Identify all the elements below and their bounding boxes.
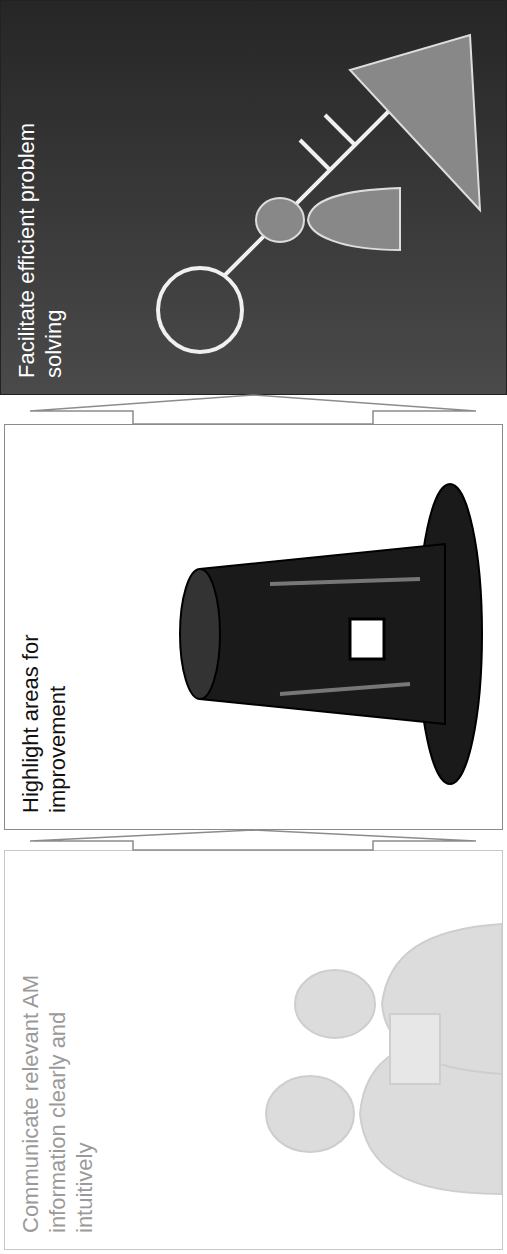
key-illustration — [140, 30, 490, 370]
hat-illustration — [160, 474, 490, 794]
hat-label — [350, 619, 384, 659]
box-text: Communicate relevant AM information clea… — [17, 973, 98, 1233]
block-arrow — [30, 395, 476, 424]
box-text: Facilitate efficient problem solving — [13, 118, 67, 378]
people-illustration — [240, 894, 502, 1234]
block-arrow — [30, 830, 476, 850]
box-text: Highlight areas for improvement — [17, 553, 71, 813]
